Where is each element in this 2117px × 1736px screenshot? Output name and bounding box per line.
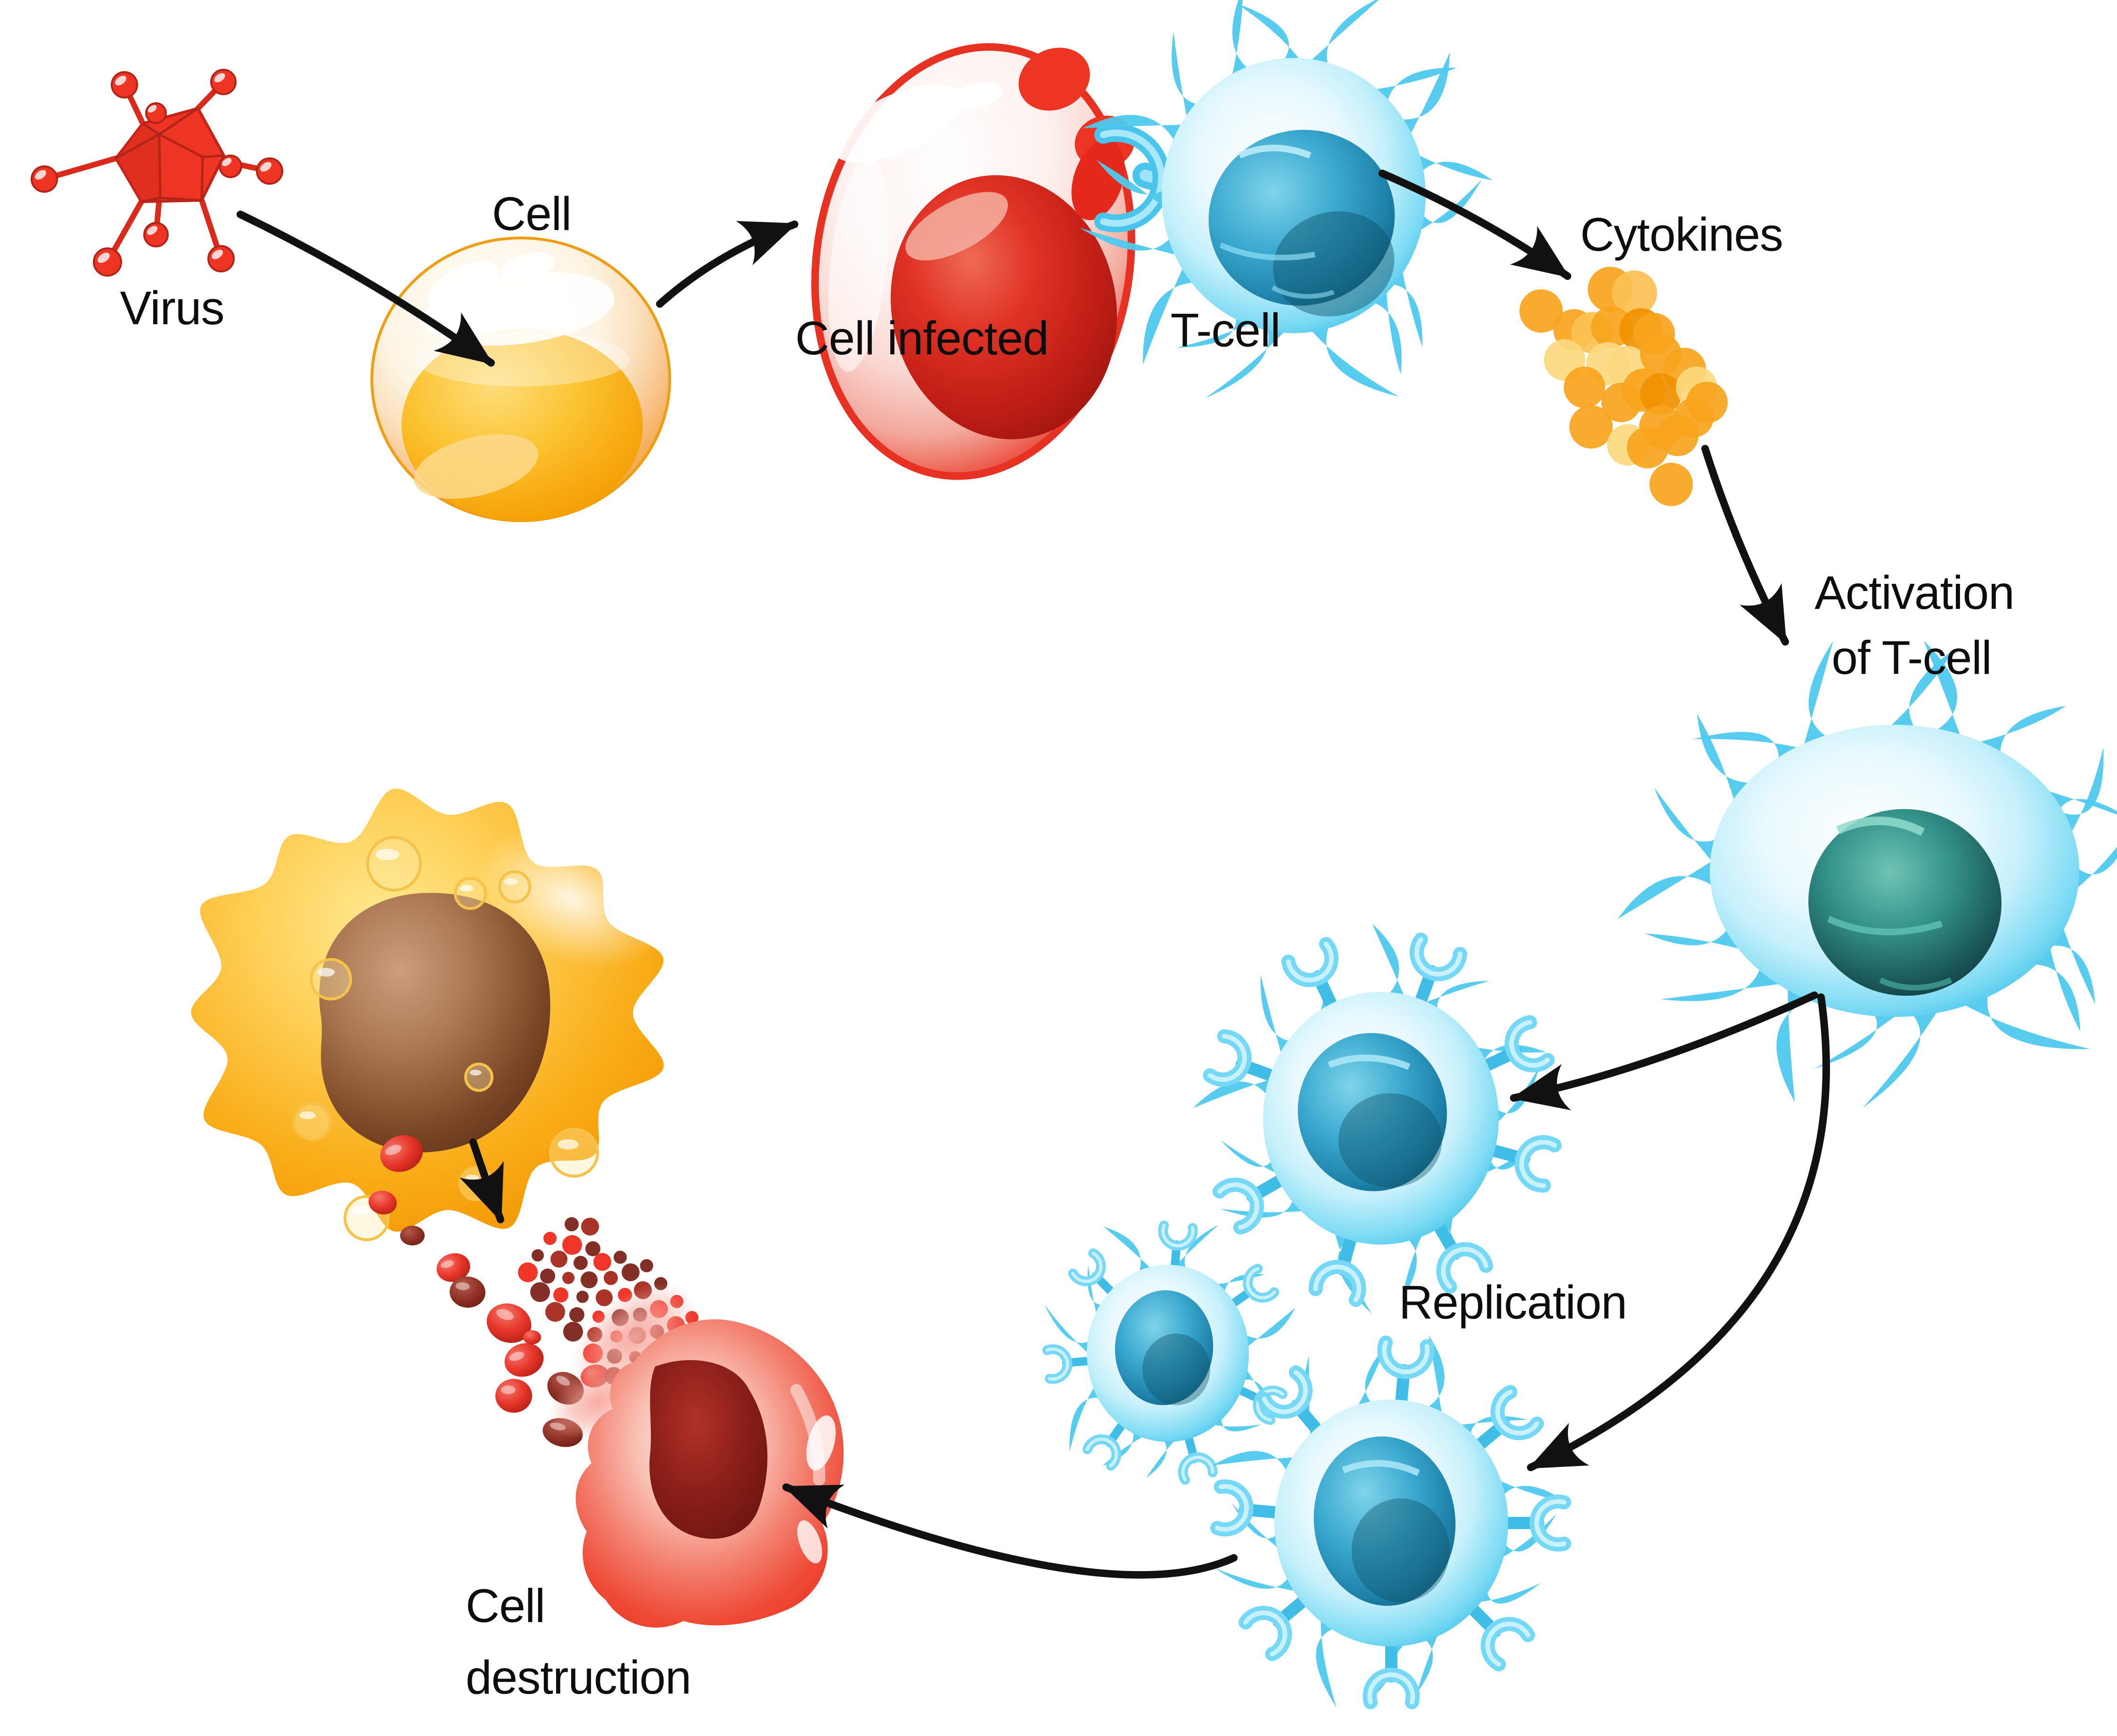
replication-cell-1-receptors [1193, 924, 1562, 1314]
label-virus: Virus [120, 282, 224, 335]
infected-cell-icon [811, 43, 1135, 480]
label-destruction-line1: Cell [466, 1580, 545, 1632]
replication-cell-3 [1210, 1335, 1571, 1710]
arrow-cytokines-to-activation [1701, 445, 1789, 646]
arrow-activation-to-replication-bottom [1527, 993, 1830, 1471]
arrow-cell-to-infected [656, 221, 798, 308]
label-cell: Cell [492, 188, 571, 240]
arrow-virus-to-cell [237, 211, 495, 367]
arrow-tcell-to-cytokines [1379, 170, 1571, 280]
replication-cell-2-receptors [1042, 1220, 1296, 1485]
arrow-activation-to-replication-top [1510, 991, 1818, 1111]
label-t-cell: T-cell [1171, 304, 1280, 357]
label-activation-line2: of T-cell [1831, 631, 1991, 684]
virus-bud-icon [1018, 48, 1090, 111]
label-cytokines: Cytokines [1580, 208, 1783, 261]
destroyed-cell-nucleus [649, 1360, 768, 1539]
t-cell-icon [1080, 0, 1493, 398]
flow-arrows [237, 170, 1830, 1579]
activated-t-cell-icon [1617, 640, 2117, 1108]
phagocyte-icon [191, 788, 665, 1241]
cell-icon [370, 237, 671, 522]
arrow-replication-to-destruction [782, 1483, 1238, 1579]
replication-cell-2 [1042, 1220, 1296, 1485]
arrow-phagocyte-to-debris [460, 1138, 504, 1223]
label-activation-line1: Activation [1814, 566, 2014, 619]
label-replication: Replication [1399, 1276, 1627, 1329]
replication-cell-1 [1193, 924, 1562, 1314]
destroyed-cell-icon [550, 1282, 844, 1628]
label-cell-infected: Cell infected [795, 312, 1048, 365]
cytokines-dots [1519, 267, 1728, 506]
labels: Virus Cell Cell infected T-cell Cytokine… [120, 188, 2014, 1704]
phagocyte-nucleus [319, 893, 550, 1153]
virus-icon [31, 69, 283, 277]
label-destruction-line2: destruction [466, 1651, 691, 1704]
